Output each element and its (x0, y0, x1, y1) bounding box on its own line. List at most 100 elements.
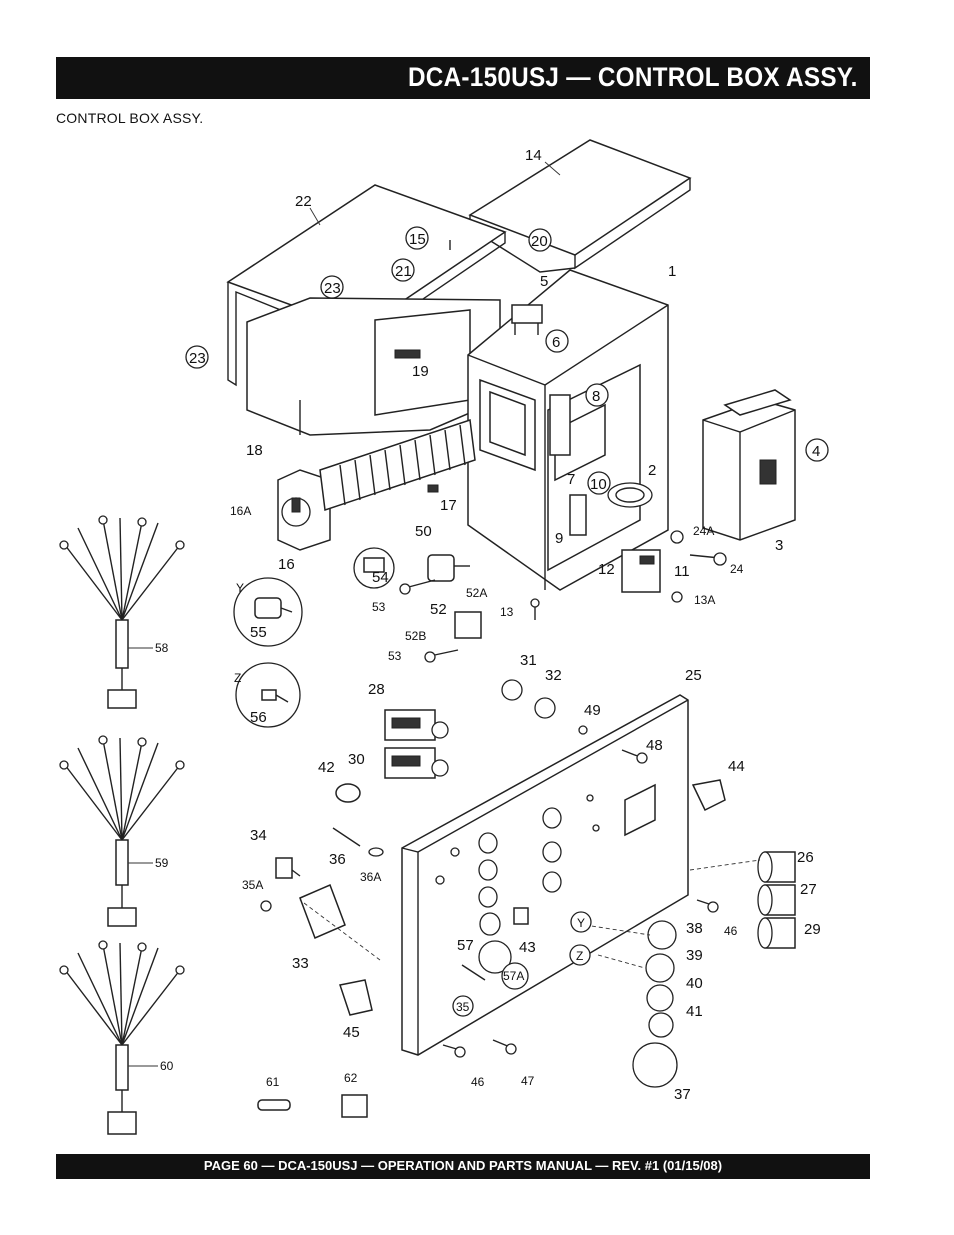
callout-12: 12 (598, 561, 615, 578)
callout-14: 14 (525, 147, 542, 164)
callout-13A: 13A (694, 593, 715, 607)
callout-Y-panel: Y (577, 916, 585, 930)
part-16-terminal-strip (277, 418, 476, 551)
detail-y-circle (233, 577, 303, 647)
callout-46-bottom: 46 (471, 1075, 485, 1089)
callout-40: 40 (686, 975, 703, 992)
callout-59: 59 (155, 856, 169, 870)
part-48-49-hardware (578, 725, 648, 764)
callout-6: 6 (552, 334, 560, 351)
callout-11: 11 (674, 563, 690, 580)
part-30-meter (384, 747, 449, 779)
part-12-contactor (621, 549, 661, 593)
footer-bar: PAGE 60 — DCA-150USJ — OPERATION AND PAR… (56, 1154, 870, 1179)
wiring-leaders (299, 859, 761, 969)
callout-16A: 16A (230, 504, 251, 518)
part-26-27-29-meters (757, 851, 796, 949)
callout-39: 39 (686, 947, 703, 964)
callout-36A: 36A (360, 870, 381, 884)
callout-49: 49 (584, 702, 601, 719)
bolts-top (399, 530, 727, 663)
header-bar: DCA-150USJ — CONTROL BOX ASSY. (56, 57, 870, 99)
callout-32: 32 (545, 667, 562, 684)
callout-Z-detail: Z (234, 671, 241, 685)
part-46-47-bolts (442, 899, 719, 1058)
callout-4: 4 (812, 443, 820, 460)
part-58-harness (59, 515, 185, 709)
callout-13: 13 (500, 605, 514, 619)
callout-43: 43 (519, 939, 536, 956)
callout-47: 47 (521, 1074, 535, 1088)
callout-36: 36 (329, 851, 346, 868)
callout-58: 58 (155, 641, 169, 655)
callout-27: 27 (800, 881, 817, 898)
callout-41: 41 (686, 1003, 703, 1020)
callout-Y-detail: Y (236, 581, 244, 595)
callout-53-upper: 53 (372, 600, 386, 614)
part-1-main-box (467, 269, 669, 591)
part-34-toggle (275, 857, 301, 879)
callout-35: 35 (456, 1000, 470, 1014)
callout-16: 16 (278, 556, 295, 573)
callout-3: 3 (775, 537, 783, 554)
detail-z-circle (235, 662, 301, 728)
part-37-41-gauges (632, 920, 678, 1088)
part-36-pilot-light (332, 827, 384, 857)
callout-22: 22 (295, 193, 312, 210)
callout-35A: 35A (242, 878, 263, 892)
callout-19: 19 (412, 363, 429, 380)
callout-24A: 24A (693, 524, 714, 538)
callout-20: 20 (531, 233, 548, 250)
part-60-harness (59, 940, 185, 1135)
part-61-fuse (257, 1099, 291, 1111)
callout-50: 50 (415, 523, 432, 540)
callout-44: 44 (728, 758, 745, 775)
part-50-solenoid (427, 554, 470, 582)
callout-9: 9 (555, 530, 563, 547)
callout-15: 15 (409, 231, 426, 248)
callout-10: 10 (590, 476, 607, 493)
section-subtitle: CONTROL BOX ASSY. (56, 110, 204, 126)
callout-23-left: 23 (189, 350, 206, 367)
part-5-relay (511, 304, 543, 335)
callout-42: 42 (318, 759, 335, 776)
page-title: DCA-150USJ — CONTROL BOX ASSY. (408, 62, 858, 92)
callout-28: 28 (368, 681, 385, 698)
callout-1: 1 (668, 263, 676, 280)
part-62-block (341, 1094, 368, 1118)
callout-46-right: 46 (724, 924, 738, 938)
part-42-lamp (335, 783, 361, 803)
callout-52B: 52B (405, 629, 426, 643)
callout-29: 29 (804, 921, 821, 938)
callout-18: 18 (246, 442, 263, 459)
part-45-bracket (339, 979, 373, 1016)
callout-60: 60 (160, 1059, 174, 1073)
callout-Z-panel: Z (576, 949, 583, 963)
part-52-terminal (454, 611, 482, 639)
callout-23-top: 23 (324, 280, 341, 297)
callout-21: 21 (395, 263, 412, 280)
part-25-front-panel (401, 694, 689, 1056)
callout-48: 48 (646, 737, 663, 754)
part-44-bracket (691, 779, 726, 812)
part-57-43-hardware (461, 907, 529, 981)
callout-54: 54 (372, 569, 389, 586)
callout-31: 31 (520, 652, 537, 669)
callout-17: 17 (440, 497, 457, 514)
callout-34: 34 (250, 827, 267, 844)
callout-30: 30 (348, 751, 365, 768)
callout-57: 57 (457, 937, 474, 954)
callout-56: 56 (250, 709, 267, 726)
callout-61: 61 (266, 1075, 280, 1089)
callout-38: 38 (686, 920, 703, 937)
callout-24: 24 (730, 562, 744, 576)
part-33-circuit-board (260, 883, 346, 940)
part-14-cover (468, 139, 692, 273)
footer-text: PAGE 60 — DCA-150USJ — OPERATION AND PAR… (203, 1158, 723, 1173)
callout-57A: 57A (503, 969, 524, 983)
part-3-circuit-breaker (702, 389, 796, 541)
part-2-grommet (607, 482, 653, 508)
callout-62: 62 (344, 1071, 358, 1085)
callout-7: 7 (567, 471, 575, 488)
